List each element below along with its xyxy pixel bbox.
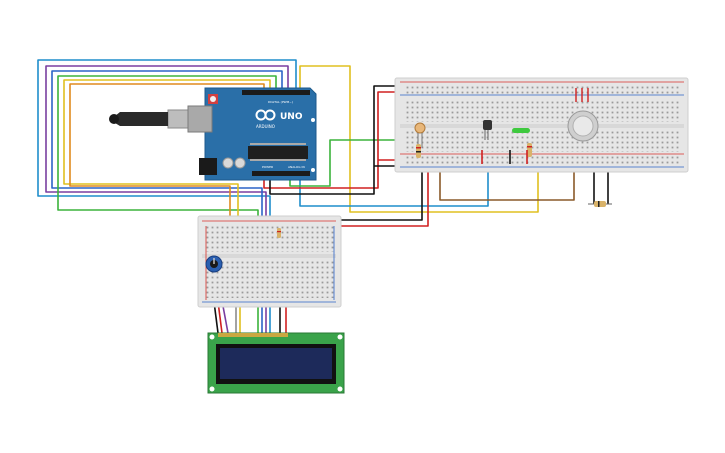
- arduino-uno[interactable]: UNO ARDUINO DIGITAL (PWM~) POWER ANALOG …: [109, 87, 317, 181]
- breadboard-bottom[interactable]: [197, 215, 342, 308]
- arduino-digital-label: DIGITAL (PWM~): [268, 100, 293, 104]
- wire-blue[interactable]: [51, 70, 283, 300]
- lcd-display[interactable]: [207, 332, 345, 394]
- wire-red-lower[interactable]: [330, 160, 429, 227]
- arduino-brand-text: ARDUINO: [256, 124, 275, 129]
- breadboard-top[interactable]: [394, 77, 689, 173]
- arduino-infinity-icon: [255, 109, 276, 121]
- potentiometer[interactable]: [205, 255, 223, 273]
- arduino-power-label: POWER: [262, 165, 273, 169]
- wire-yellow[interactable]: [63, 79, 271, 300]
- lcd-screen: [220, 348, 332, 379]
- arduino-logo-text: UNO: [280, 112, 303, 122]
- green-led[interactable]: [512, 128, 530, 133]
- gas-sensor[interactable]: [567, 88, 599, 142]
- wire-black-gnd-1[interactable]: [269, 85, 408, 195]
- arduino-analog-label: ANALOG IN: [288, 165, 305, 169]
- temperature-sensor[interactable]: [483, 120, 492, 140]
- wire-orange[interactable]: [69, 83, 265, 240]
- wire-purple[interactable]: [45, 65, 289, 300]
- wire-black-lower[interactable]: [330, 166, 423, 221]
- wires: [37, 59, 609, 334]
- resistor-bottom[interactable]: [277, 228, 281, 238]
- resistor-top-1[interactable]: [416, 144, 421, 158]
- resistor-top-2[interactable]: [527, 143, 532, 157]
- wire-green-right[interactable]: [289, 139, 418, 187]
- wire-red-power-1[interactable]: [263, 91, 412, 189]
- resistor-offboard[interactable]: [588, 201, 612, 207]
